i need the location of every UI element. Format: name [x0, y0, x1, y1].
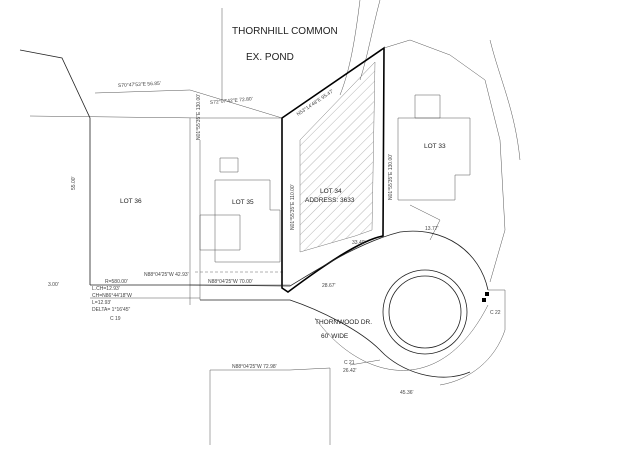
curve-c21-label: C 21 [344, 360, 355, 366]
pond-edge-curve [359, 0, 381, 81]
lot33-east-edge [489, 39, 521, 161]
bearing-n88-7298: N88°04'25"W 72.98' [232, 364, 277, 370]
bearing-n01-130: N01°55'35"E 130.00' [388, 154, 394, 200]
lot35-small-structure [219, 157, 239, 173]
lot33-boundary [383, 39, 506, 283]
lot36-north-bearing-line [94, 89, 283, 119]
curve-c19-label: C 19 [110, 316, 121, 322]
lot36-west-boundary [19, 49, 91, 285]
road-north-edge [90, 230, 489, 291]
bearing-n01-130-lot36: N01°55'35"E 130.00' [196, 94, 202, 140]
south-lot-line-4 [349, 359, 381, 366]
dim-2642: 26.42' [343, 368, 357, 374]
lot34-label: LOT 34 [320, 188, 342, 195]
edge-dim-left: 3.00' [48, 282, 59, 288]
road-south-edge [200, 299, 471, 378]
dim-2867: 28.67' [322, 283, 336, 289]
curve-data-line4: L=12.93' [92, 300, 111, 306]
lot34-boundary [281, 46, 385, 293]
lot36-north-line [29, 115, 282, 119]
dim-3340: 33.40' [352, 240, 366, 246]
lot33-deck-outline [414, 94, 441, 119]
curve-data-line1: L.CH=12.93' [92, 286, 120, 292]
road-east-edge [439, 289, 506, 386]
road-width-label: 60' WIDE [321, 333, 349, 340]
cul-de-sac-inner [388, 275, 462, 349]
edge-dim-ext: 55.00' [71, 176, 77, 190]
dim-1377: 13.77' [425, 226, 439, 232]
road-name-label: THORNWOOD DR. [315, 319, 372, 326]
lot35-garage-outline [199, 214, 241, 251]
monument-marker-2 [482, 298, 486, 302]
bearing-n01-110: N01°55'35"E 110.00' [290, 184, 296, 230]
curve-data-line2: CH=N86°44'18"W [92, 293, 132, 299]
lot34-building-envelope [299, 61, 376, 253]
dim-4536: 45.36' [400, 390, 414, 396]
bearing-s72: S72°07'42"E 72.80' [210, 96, 253, 106]
cul-de-sac-outer [382, 269, 468, 355]
bearing-s70: S70°47'53"E 56.85' [118, 81, 161, 89]
bearing-n88-7000: N88°04'25"W 70.00' [208, 279, 253, 285]
bearing-n88-4293: N88°04'25"W 42.93' [144, 272, 189, 278]
curve-data-line3: R=580.00' [105, 279, 128, 285]
cul-de-sac-outer-arc [314, 304, 489, 371]
lot36-label: LOT 36 [120, 198, 142, 205]
curve-data-line5: DELTA= 1°16'45" [92, 307, 131, 313]
lot34-address-label: ADDRESS: 3633 [305, 197, 355, 204]
lot33-house-outline [397, 117, 471, 201]
lot33-driveway [409, 204, 441, 241]
monument-marker-1 [485, 292, 489, 296]
common-name-label: THORNHILL COMMON [232, 26, 338, 37]
curve-c22-label: C 22 [490, 310, 501, 316]
pond-label: EX. POND [246, 52, 294, 63]
lot35-label: LOT 35 [232, 199, 254, 206]
south-lot-line-1 [210, 367, 331, 371]
pond-boundary-line [339, 0, 361, 96]
lot35-house-outline [214, 179, 281, 263]
lot33-label: LOT 33 [424, 143, 446, 150]
